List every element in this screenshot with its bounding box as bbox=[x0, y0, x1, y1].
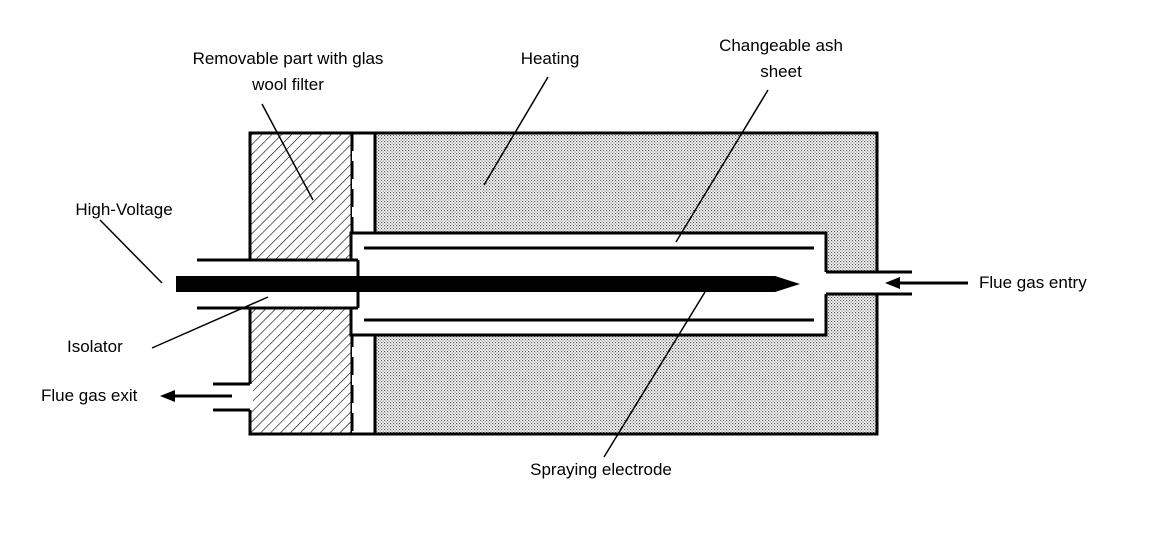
entry-pipe-opening bbox=[824, 272, 880, 294]
label-ash-line2: sheet bbox=[760, 62, 802, 81]
leader-spraying-electrode bbox=[603, 291, 706, 458]
leader-ash-sheet bbox=[675, 89, 769, 243]
label-removable-line1: Removable part with glas bbox=[193, 49, 384, 68]
label-removable-line2: wool filter bbox=[251, 75, 324, 94]
label-isolator: Isolator bbox=[67, 337, 123, 356]
label-flue-gas-exit: Flue gas exit bbox=[41, 386, 138, 405]
label-heating: Heating bbox=[521, 49, 580, 68]
flue-gas-exit-arrow bbox=[160, 390, 175, 402]
leader-high-voltage bbox=[99, 219, 163, 284]
label-spraying-electrode: Spraying electrode bbox=[530, 460, 672, 479]
label-high-voltage: High-Voltage bbox=[75, 200, 172, 219]
flue-gas-entry-arrow bbox=[885, 277, 900, 289]
spraying-electrode bbox=[176, 276, 800, 292]
leader-heating bbox=[483, 76, 549, 186]
leader-isolator bbox=[151, 296, 269, 349]
label-ash-line1: Changeable ash bbox=[719, 36, 843, 55]
label-flue-gas-entry: Flue gas entry bbox=[979, 273, 1087, 292]
leader-removable bbox=[261, 103, 314, 201]
